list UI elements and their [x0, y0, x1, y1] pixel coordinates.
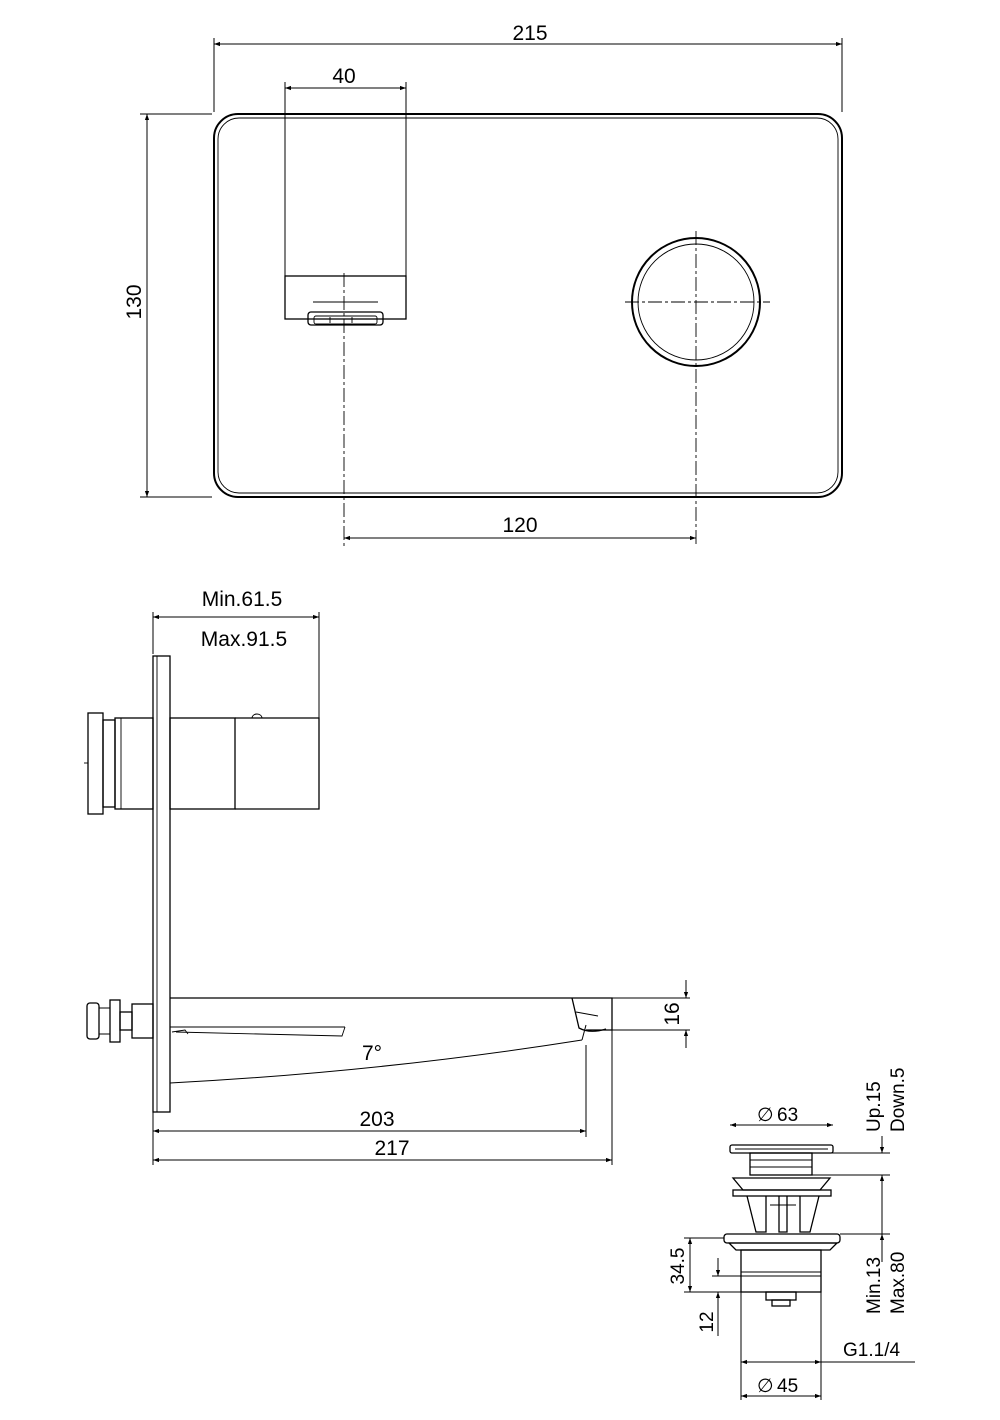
dim-120-label: 120	[502, 514, 537, 537]
spout-outlet	[284, 275, 407, 326]
dim-45-symbol: ∅	[757, 1376, 774, 1397]
dim-max-label: Max.80	[888, 1252, 909, 1314]
dim-16-label: 16	[661, 1002, 684, 1025]
dimension-plate-height: 130	[123, 113, 212, 498]
dimension-depth: Min.61.5 Max.91.5	[152, 588, 320, 718]
dim-63-label: 63	[777, 1105, 798, 1126]
dim-up-label: Up.15	[864, 1081, 885, 1132]
wall-plate	[152, 655, 171, 1113]
dim-depth-min-label: Min.61.5	[202, 588, 283, 611]
dim-min-label: Min.13	[864, 1257, 885, 1314]
dim-345-label: 34.5	[668, 1248, 689, 1285]
dim-217-label: 217	[374, 1137, 409, 1160]
dim-215-label: 215	[512, 22, 547, 45]
dimension-outlet-width: 40	[284, 65, 407, 276]
dim-depth-max-label: Max.91.5	[201, 628, 287, 651]
dimension-spout-reach: 203 217	[152, 1030, 613, 1165]
dim-angle-label: 7°	[362, 1042, 382, 1065]
side-view: Min.61.5 Max.91.5	[84, 588, 690, 1165]
waste-detail: ∅ 63 Up.15 Down.5 Min.13 Max.80 34.5 12 …	[668, 1068, 915, 1400]
dim-12-label: 12	[697, 1311, 718, 1332]
dimension-plate-width: 215	[213, 22, 843, 112]
dim-thread-label: G1.1/4	[843, 1340, 900, 1361]
handle-body	[84, 712, 320, 815]
spout: 16	[86, 980, 690, 1048]
dimension-center-distance: 120	[344, 514, 696, 541]
cover-plate	[213, 113, 843, 498]
front-view: 215 40 130 120	[123, 22, 843, 546]
dim-63-symbol: ∅	[757, 1105, 774, 1126]
dim-down-label: Down.5	[888, 1068, 909, 1132]
dim-40-label: 40	[332, 65, 355, 88]
dimension-spout-angle: 7°	[169, 1024, 587, 1084]
handle-knob	[625, 231, 770, 546]
dim-203-label: 203	[359, 1108, 394, 1131]
dim-45-label: 45	[777, 1376, 798, 1397]
dim-130-label: 130	[123, 284, 146, 319]
